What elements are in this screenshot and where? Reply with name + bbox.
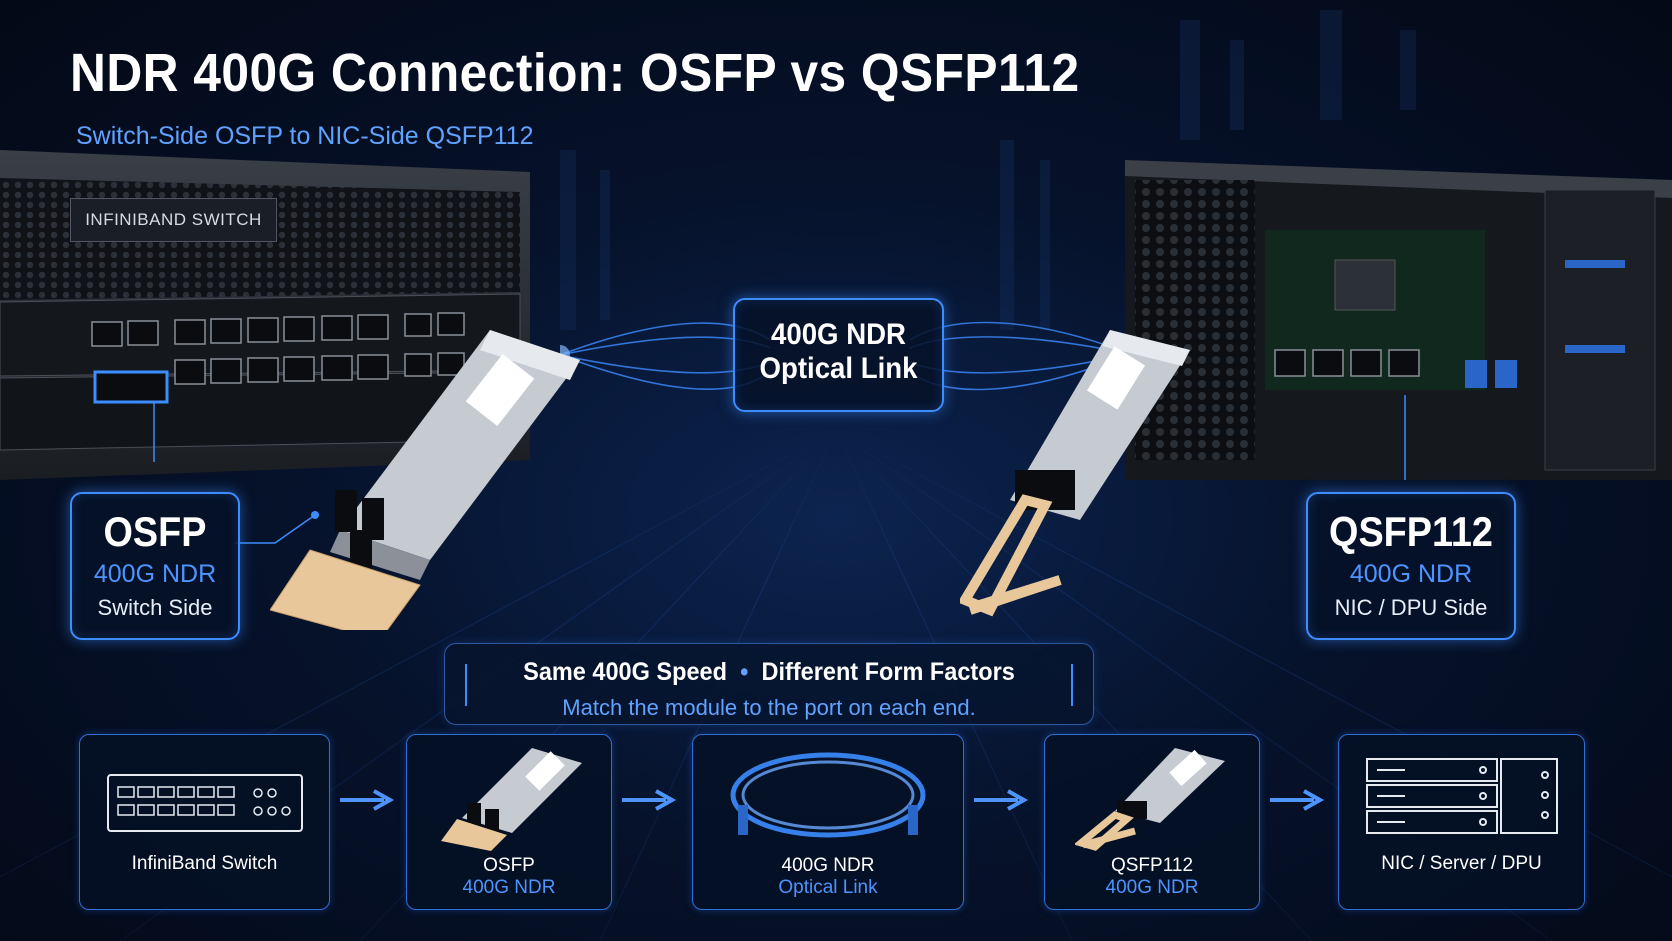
osfp-module-image [270, 330, 580, 630]
link-line1: 400G NDR [771, 318, 906, 351]
optical-link-callout: 400G NDR Optical Link [733, 298, 944, 412]
arrow-right-icon [622, 789, 677, 811]
server-image [1125, 160, 1672, 480]
banner-note: Match the module to the port on each end… [562, 695, 976, 720]
server-icon [1366, 758, 1558, 834]
banner-left-text: Same 400G Speed [523, 658, 727, 686]
osfp-connector-line [235, 511, 319, 544]
banner-separator: • [740, 658, 749, 686]
arrow-right-icon [340, 789, 395, 811]
osfp-side: Switch Side [97, 595, 213, 620]
fiber-cable-icon [730, 752, 926, 838]
osfp-name: OSFP [103, 508, 207, 555]
flow-step-optical-link: 400G NDR Optical Link [692, 734, 964, 910]
osfp-module-icon [441, 748, 582, 851]
qsfp-side: NIC / DPU Side [1334, 595, 1488, 620]
flow-label-qsfp: QSFP112 [1110, 855, 1194, 876]
flow-sub-link: Optical Link [778, 877, 878, 898]
banner-accent-left [465, 664, 467, 706]
qsfp112-callout: QSFP112 400G NDR NIC / DPU Side [1306, 492, 1516, 640]
qsfp-speed: 400G NDR [1349, 560, 1473, 588]
flow-step-nic-server: NIC / Server / DPU [1338, 734, 1585, 910]
arrow-right-icon [974, 789, 1029, 811]
flow-label-osfp: OSFP [483, 855, 535, 876]
flow-label-server: NIC / Server / DPU [1381, 853, 1542, 874]
osfp-callout: OSFP 400G NDR Switch Side [70, 492, 240, 640]
flow-step-qsfp112: QSFP112 400G NDR [1044, 734, 1260, 910]
switch-label: INFINIBAND SWITCH [70, 198, 277, 242]
flow-sub-osfp: 400G NDR [462, 877, 556, 898]
flow-step-osfp: OSFP 400G NDR [406, 734, 612, 910]
flow-label-switch: InfiniBand Switch [131, 853, 278, 874]
osfp-speed: 400G NDR [93, 560, 217, 588]
qsfp-name: QSFP112 [1329, 508, 1493, 555]
qsfp-module-image [960, 330, 1190, 617]
page-subtitle: Switch-Side OSFP to NIC-Side QSFP112 [76, 122, 534, 150]
flow-label-link: 400G NDR [781, 855, 875, 876]
banner-right-text: Different Form Factors [761, 658, 1015, 686]
arrow-right-icon [1270, 789, 1325, 811]
flow-step-switch: InfiniBand Switch [79, 734, 330, 910]
banner-accent-right [1071, 664, 1073, 706]
link-line2: Optical Link [759, 352, 918, 385]
switch-icon [107, 774, 303, 832]
flow-sub-qsfp: 400G NDR [1105, 877, 1199, 898]
qsfp-module-icon [1075, 748, 1225, 851]
page-title: NDR 400G Connection: OSFP vs QSFP112 [70, 43, 1080, 103]
comparison-banner: Same 400G Speed • Different Form Factors M… [444, 643, 1094, 725]
